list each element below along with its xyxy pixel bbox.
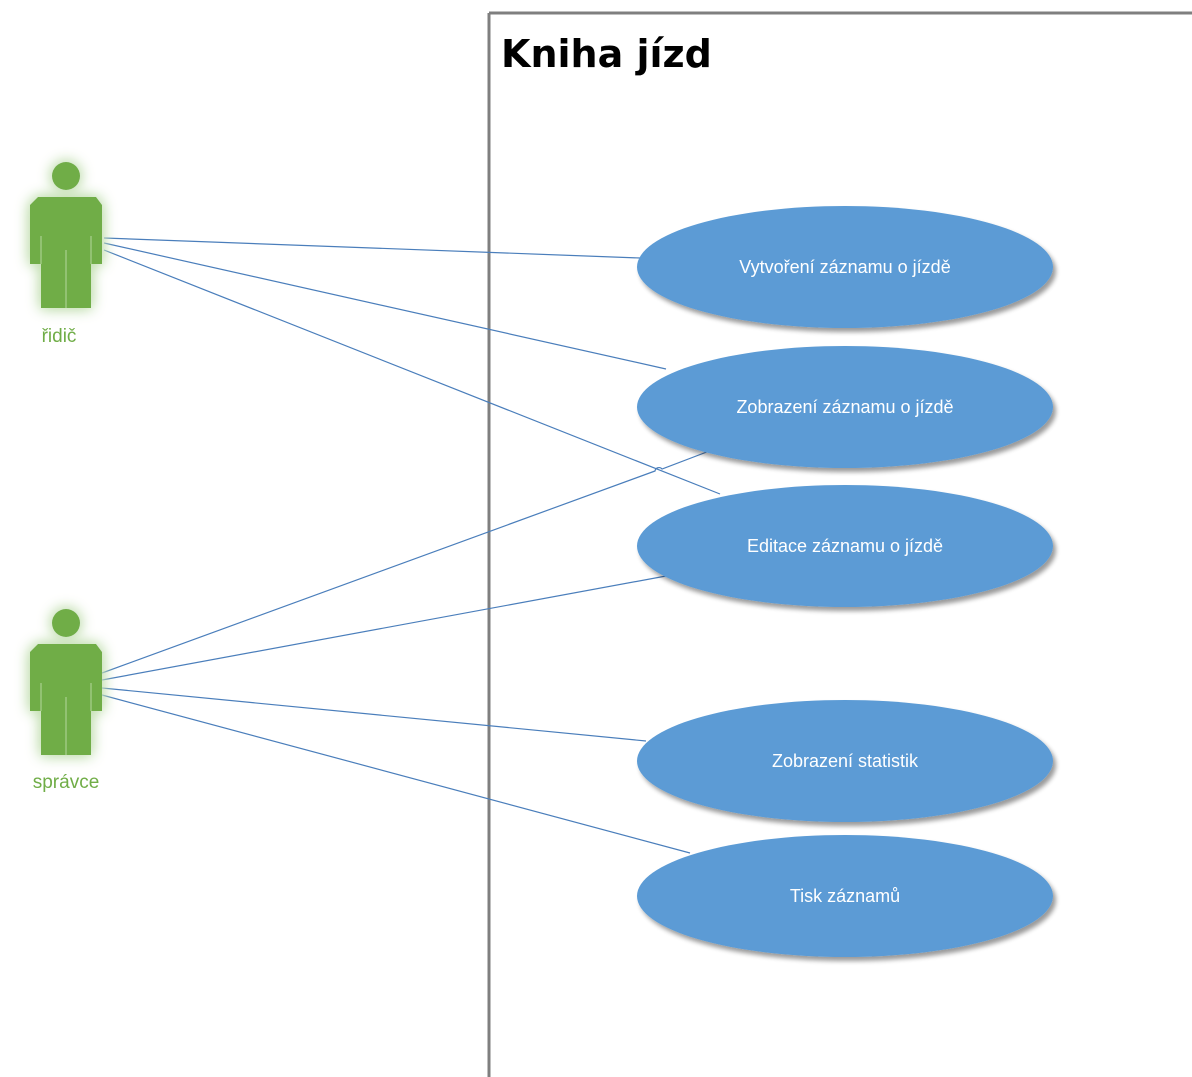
actor-spravce-figure bbox=[30, 609, 102, 755]
actor-spravce[interactable]: správce bbox=[30, 609, 102, 793]
actor-spravce-label: správce bbox=[33, 772, 100, 793]
association-spravce-uc5 bbox=[101, 694, 691, 854]
system-title: Kniha jízd bbox=[501, 32, 712, 76]
use-case-ellipse bbox=[637, 485, 1053, 607]
use-case-ellipse bbox=[637, 835, 1053, 957]
use-case-zobrazeni[interactable]: Zobrazení záznamu o jízdě bbox=[637, 346, 1053, 468]
system-boundary: Kniha jízd bbox=[487, 11, 1192, 1077]
association-ridic-uc3 bbox=[103, 249, 721, 495]
use-case-editace[interactable]: Editace záznamu o jízdě bbox=[637, 485, 1053, 607]
use-case-label: Tisk záznamů bbox=[790, 886, 900, 906]
association-spravce-uc2 bbox=[101, 449, 713, 674]
association-ridic-uc2 bbox=[103, 242, 667, 370]
actor-ridic-limb-lines bbox=[40, 236, 92, 308]
actor-spravce-head bbox=[52, 609, 80, 637]
associations bbox=[101, 237, 721, 854]
actor-ridic[interactable]: řidič bbox=[30, 162, 102, 347]
association-spravce-uc3 bbox=[101, 575, 667, 681]
use-case-label: Vytvoření záznamu o jízdě bbox=[739, 257, 950, 277]
use-case-label: Editace záznamu o jízdě bbox=[747, 536, 943, 556]
association-ridic-uc1 bbox=[103, 237, 641, 259]
use-case-statistiky[interactable]: Zobrazení statistik bbox=[637, 700, 1053, 822]
association-spravce-uc4 bbox=[101, 687, 647, 742]
use-case-ellipse bbox=[637, 346, 1053, 468]
actor-ridic-label: řidič bbox=[42, 326, 77, 347]
use-case-ellipse bbox=[637, 700, 1053, 822]
actor-spravce-limb-lines bbox=[40, 683, 92, 755]
use-case-ellipse bbox=[637, 206, 1053, 328]
use-case-tisk[interactable]: Tisk záznamů bbox=[637, 835, 1053, 957]
actor-ridic-head bbox=[52, 162, 80, 190]
use-case-label: Zobrazení statistik bbox=[772, 751, 919, 771]
use-case-vytvoreni[interactable]: Vytvoření záznamu o jízdě bbox=[637, 206, 1053, 328]
actor-ridic-figure bbox=[30, 162, 102, 308]
use-case-label: Zobrazení záznamu o jízdě bbox=[736, 397, 953, 417]
